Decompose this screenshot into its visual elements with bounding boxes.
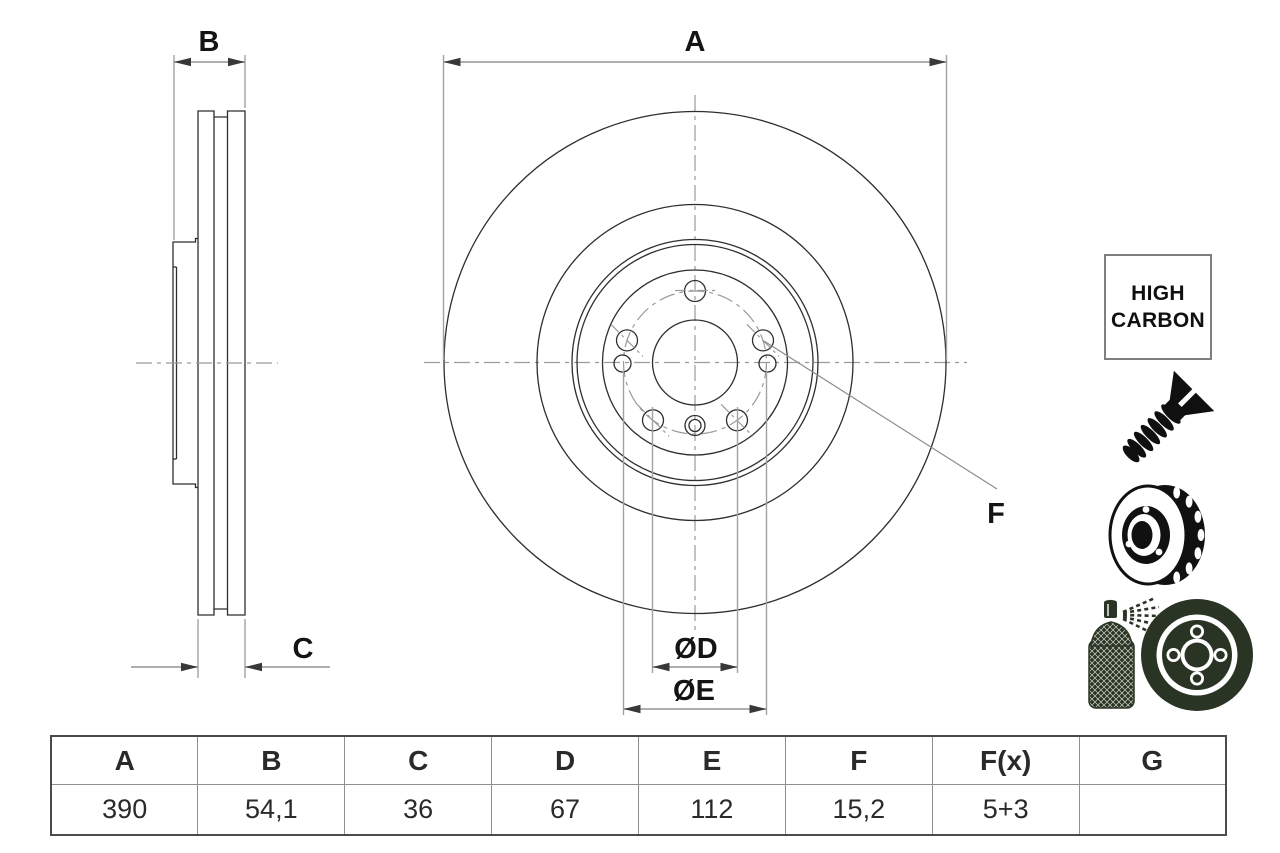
dimensions-table: A B C D E F F(x) G 390 54,1 36 67 112 15… — [50, 735, 1227, 836]
bolt-hole-callout: F — [763, 340, 1005, 530]
dimension-b: B — [173, 26, 246, 240]
table-header-b: B — [197, 735, 346, 785]
side-view — [136, 110, 278, 616]
table-header-e: E — [638, 735, 786, 785]
disc-outer-edge — [443, 110, 947, 615]
table-value-c: 36 — [344, 784, 493, 836]
technical-drawing: B C — [131, 26, 1005, 715]
countersunk-screw-icon — [1122, 370, 1215, 463]
spray-can — [1088, 596, 1162, 709]
coated-disc — [1141, 599, 1253, 711]
bolt-circle — [622, 290, 768, 435]
center-bore — [651, 319, 739, 406]
high-carbon-line2: CARBON — [1111, 309, 1205, 332]
table-header-row: A B C D E F F(x) G — [50, 735, 1227, 785]
dim-label-f: F — [987, 498, 1005, 530]
table-header-d: D — [491, 735, 639, 785]
table-header-c: C — [344, 735, 493, 785]
dim-label-a: A — [685, 26, 706, 58]
dim-label-bore-diameter: ØD — [674, 633, 718, 665]
dim-label-c: C — [293, 633, 314, 665]
spray-coated-disc-icon — [1088, 596, 1253, 711]
table-value-g — [1078, 784, 1227, 836]
dimension-d: ØD — [651, 407, 739, 673]
table-header-a: A — [50, 735, 199, 785]
table-value-b: 54,1 — [197, 784, 346, 836]
dim-label-b: B — [199, 26, 220, 58]
high-carbon-badge: HIGH CARBON — [1104, 254, 1212, 360]
table-value-a: 390 — [50, 784, 199, 836]
dimension-c: C — [131, 619, 330, 678]
table-value-d: 67 — [491, 784, 639, 836]
table-header-f: F — [784, 735, 933, 785]
table-value-e: 112 — [638, 784, 786, 836]
table-header-fx: F(x) — [931, 735, 1080, 785]
dimension-e: ØE — [622, 371, 768, 715]
table-value-row: 390 54,1 36 67 112 15,2 5+3 — [50, 784, 1227, 836]
table-value-fx: 5+3 — [931, 784, 1080, 836]
dimension-a: A — [442, 26, 948, 360]
front-view — [424, 95, 967, 630]
table-value-f: 15,2 — [784, 784, 933, 836]
vented-brake-disc-icon — [1108, 484, 1205, 586]
table-header-g: G — [1078, 735, 1227, 785]
dim-label-pitch-circle: ØE — [673, 675, 715, 707]
high-carbon-line1: HIGH — [1131, 281, 1185, 305]
